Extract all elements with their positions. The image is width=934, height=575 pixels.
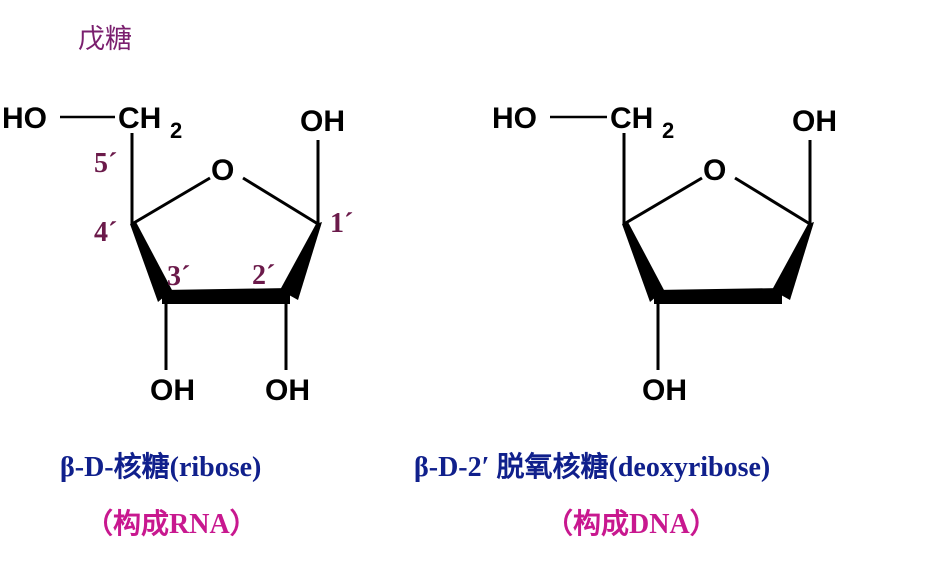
ribose-c4-c3-wedge <box>130 222 172 302</box>
ribose-structure: HO CH 2 O OH OH OH 5´ 4´ 3´ 2´ 1´ β-D-核糖… <box>2 102 353 540</box>
deoxyribose-structure: HO CH 2 O OH OH β-D-2′ 脱氧核糖(deoxyribose)… <box>414 102 837 540</box>
ribose-c5-hydroxyl-label: HO <box>2 102 47 135</box>
ribose-name: β-D-核糖(ribose) <box>60 451 261 483</box>
ribose-subscript-2: 2 <box>170 118 182 143</box>
ribose-position-3: 3´ <box>167 261 190 292</box>
deoxyribose-c3-c2-bold-bond <box>654 288 782 304</box>
ribose-c3-c2-bold-bond <box>162 288 290 304</box>
deoxyribose-anomeric-oh: OH <box>792 105 837 138</box>
deoxyribose-name: β-D-2′ 脱氧核糖(deoxyribose) <box>414 451 770 483</box>
ribose-c3-oh: OH <box>150 374 195 407</box>
deoxyribose-c3-oh: OH <box>642 374 687 407</box>
ribose-o-c1-bond <box>242 176 319 226</box>
ribose-position-5: 5´ <box>94 148 117 179</box>
ribose-c1-c2-wedge <box>280 222 322 300</box>
deoxyribose-c1-c2-wedge <box>772 222 814 300</box>
deoxyribose-c5-hydroxyl-label: HO <box>492 102 537 135</box>
ribose-position-1: 1´ <box>330 208 353 239</box>
deoxyribose-ch-label: CH <box>610 102 653 135</box>
ribose-c2-oh: OH <box>265 374 310 407</box>
ribose-ring-oxygen: O <box>211 154 234 187</box>
ribose-position-2: 2´ <box>252 260 275 291</box>
deoxyribose-composition: （构成DNA） <box>545 507 718 540</box>
ribose-ch-label: CH <box>118 102 161 135</box>
deoxyribose-subscript-2: 2 <box>662 118 674 143</box>
deoxyribose-ring-oxygen: O <box>703 154 726 187</box>
ribose-position-4: 4´ <box>94 217 117 248</box>
ribose-c4-o-bond <box>131 176 211 226</box>
deoxyribose-c4-o-bond <box>623 176 703 226</box>
ribose-anomeric-oh: OH <box>300 105 345 138</box>
deoxyribose-c4-c3-wedge <box>622 222 664 302</box>
ribose-composition: （构成RNA） <box>85 507 258 540</box>
deoxyribose-o-c1-bond <box>734 176 811 226</box>
page-title: 戊糖 <box>78 24 132 55</box>
